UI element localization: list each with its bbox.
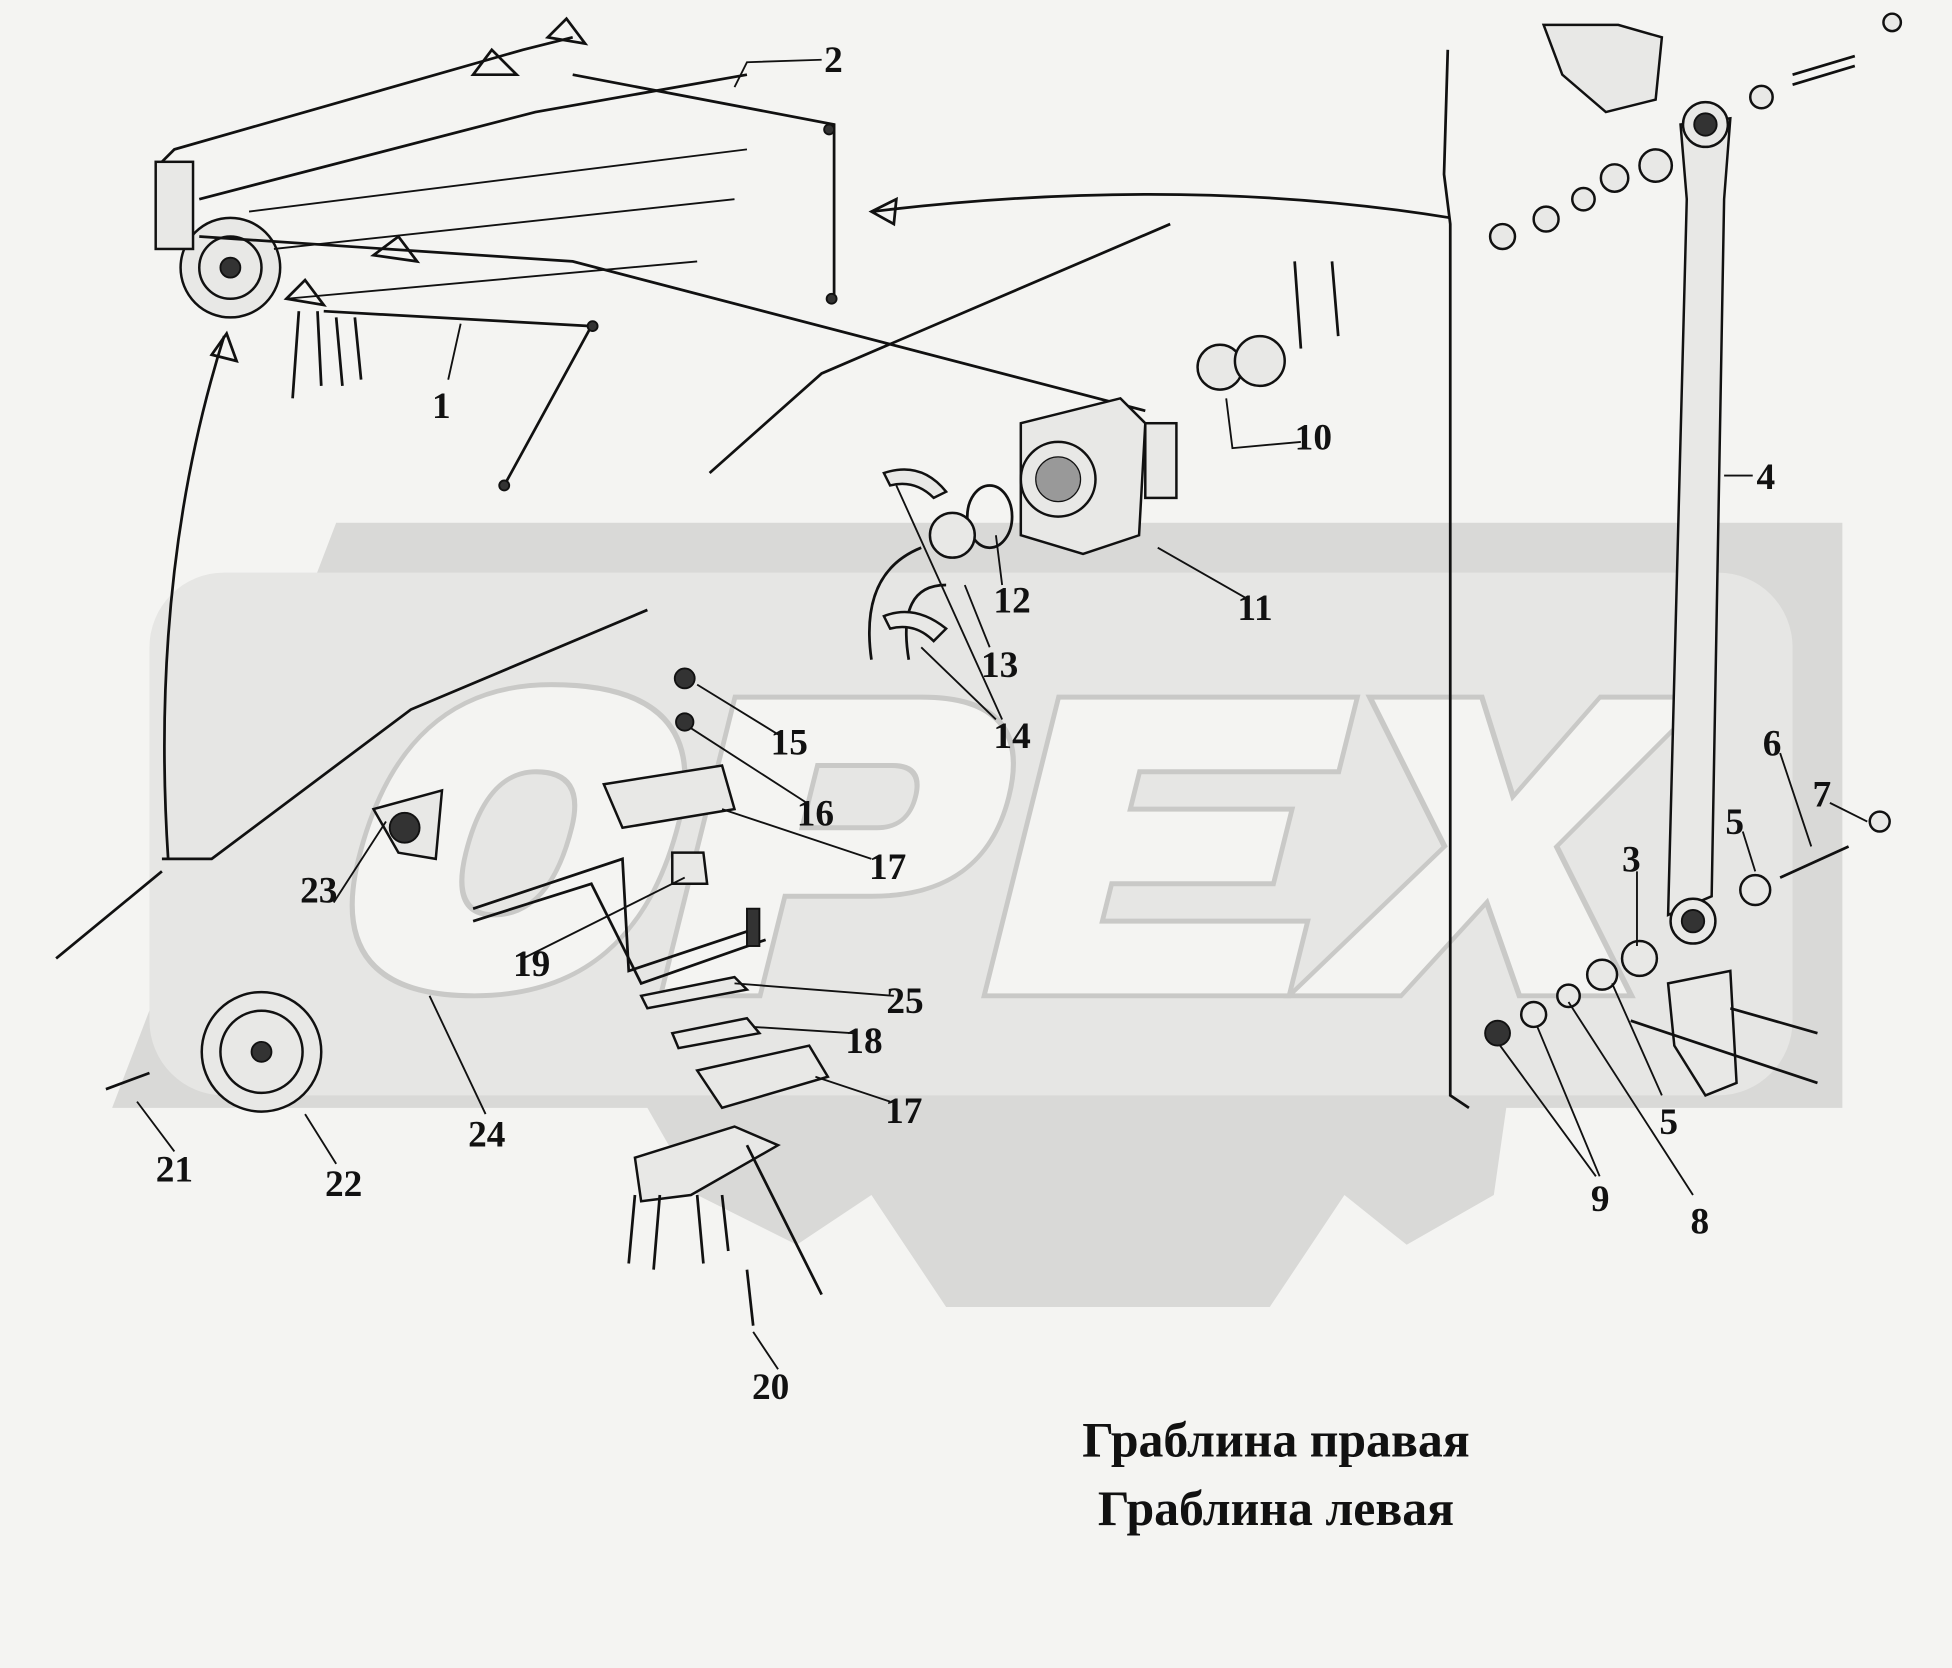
callout-16: 16	[797, 793, 834, 834]
callout-6: 6	[1763, 724, 1782, 765]
link-arm	[1484, 12, 1903, 1097]
lower-parts	[105, 667, 830, 1326]
callout-4: 4	[1756, 457, 1775, 498]
callout-22: 22	[325, 1164, 362, 1205]
callout-17: 17	[885, 1091, 922, 1132]
callout-24: 24	[468, 1114, 505, 1155]
callout-14: 14	[993, 716, 1030, 757]
leader-lines	[136, 58, 1868, 1370]
diagram-title-line2: Граблина левая	[1098, 1481, 1454, 1536]
reel-assembly	[154, 16, 1146, 492]
callout-10: 10	[1295, 417, 1332, 458]
callout-25: 25	[886, 981, 923, 1022]
callout-5: 5	[1725, 802, 1744, 843]
callout-labels: 1 2 3 4 5 5 6 7 8 9 10 11 12 13 14 15 16…	[156, 40, 1831, 1408]
frame-outline	[55, 49, 1470, 1109]
callout-2: 2	[824, 40, 843, 81]
callout-17: 17	[869, 847, 906, 888]
callout-5: 5	[1659, 1102, 1678, 1143]
diagram-title-line1: Граблина правая	[1082, 1412, 1469, 1467]
callout-19: 19	[513, 944, 550, 985]
callout-1: 1	[432, 386, 451, 427]
callout-7: 7	[1812, 775, 1831, 816]
watermark-logo	[112, 522, 1843, 1308]
callout-3: 3	[1622, 839, 1641, 880]
callout-15: 15	[771, 722, 808, 763]
callout-13: 13	[981, 645, 1018, 686]
callout-11: 11	[1237, 588, 1272, 629]
callout-20: 20	[752, 1367, 789, 1408]
callout-23: 23	[300, 870, 337, 911]
callout-8: 8	[1691, 1202, 1710, 1243]
callout-21: 21	[156, 1149, 193, 1190]
callout-12: 12	[993, 580, 1030, 621]
gearbox	[868, 261, 1340, 660]
callout-18: 18	[845, 1021, 882, 1062]
callout-9: 9	[1591, 1179, 1610, 1220]
